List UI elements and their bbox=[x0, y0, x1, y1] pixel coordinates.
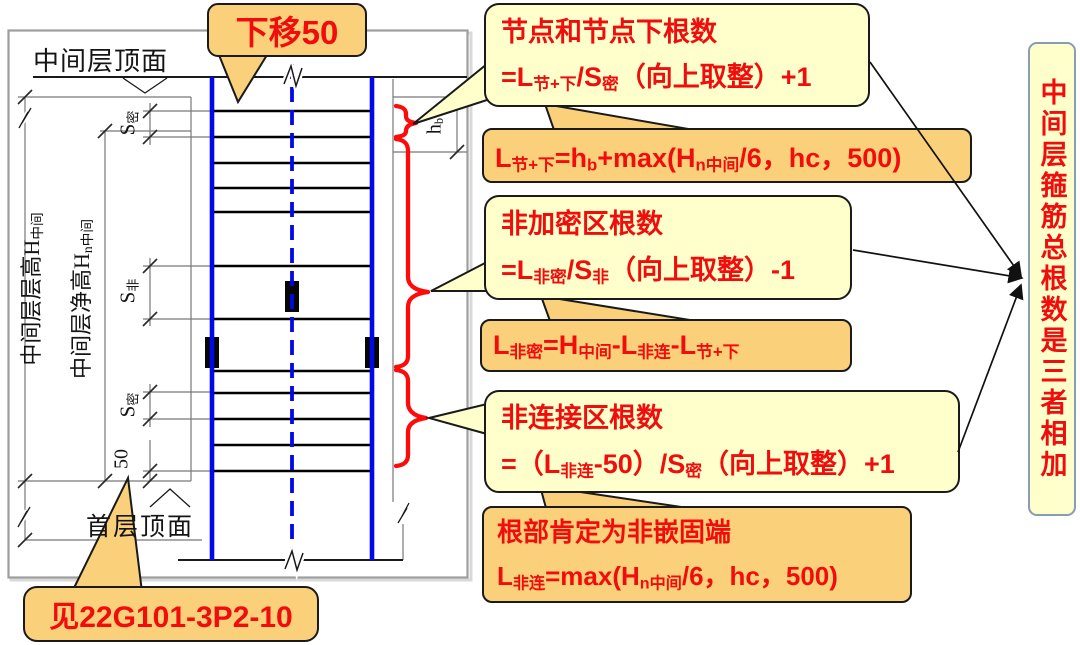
callout-non-dense-count: 非加密区根数 =L非密/S非（向上取整）-1 bbox=[484, 195, 852, 300]
label-offset-50: 50 bbox=[110, 449, 133, 469]
callout-move-down-50: 下移50 bbox=[207, 3, 367, 57]
callout-non-dense-count-title: 非加密区根数 bbox=[501, 209, 663, 240]
level-symbols bbox=[122, 77, 191, 508]
callout-beaks bbox=[70, 54, 697, 593]
beak-joint-length bbox=[543, 102, 695, 131]
callout-non-connect-count: 非连接区根数 =（L非连-50）/S密（向上取整）+1 bbox=[484, 390, 960, 493]
total-count-box: 中间层箍筋总根数是三者相加 bbox=[1028, 42, 1076, 516]
break-symbols bbox=[15, 56, 412, 581]
callout-move-down-50-text: 下移50 bbox=[235, 14, 339, 51]
level-mark-bottom bbox=[149, 488, 191, 508]
callout-joint-count-formula: =L节+下/S密（向上取整）+1 bbox=[501, 62, 812, 94]
callout-non-dense-length-formula: L非密=H中间-L非连-L节+下 bbox=[493, 330, 740, 362]
callout-non-connect-length: 根部肯定为非嵌固端 L非连=max(Hn中间/6，hc，500) bbox=[482, 506, 912, 603]
label-s-dense-bottom: S密 bbox=[115, 392, 141, 418]
callout-non-dense-length: L非密=H中间-L非连-L节+下 bbox=[480, 319, 852, 372]
level-mark-top bbox=[122, 77, 168, 94]
callout-reference: 见22G101-3P2-10 bbox=[23, 586, 319, 642]
label-middle-floor-top: 中间层顶面 bbox=[33, 47, 169, 76]
column-rebars bbox=[209, 77, 375, 560]
brace-non-dense-zone bbox=[393, 136, 431, 370]
dimension-ticks bbox=[17, 89, 465, 548]
callout-joint-length-formula: L节+下=hb+max(Hn中间/6，hc，500) bbox=[495, 143, 902, 175]
callout-joint-length: L节+下=hb+max(Hn中间/6，hc，500) bbox=[482, 128, 972, 183]
label-storey-height: 中间层层高H中间 bbox=[19, 212, 45, 366]
callout-non-connect-length-formula: L非连=max(Hn中间/6，hc，500) bbox=[497, 560, 838, 593]
label-clear-height: 中间层净高Hn中间 bbox=[69, 219, 95, 379]
callout-joint-count: 节点和节点下根数 =L节+下/S密（向上取整）+1 bbox=[484, 3, 870, 107]
label-s-dense-top: S密 bbox=[115, 110, 141, 136]
label-s-non-dense: S非 bbox=[115, 278, 141, 304]
callout-non-dense-count-formula: =L非密/S非（向上取整）-1 bbox=[501, 254, 795, 287]
label-beam-depth: hb bbox=[423, 117, 447, 135]
callout-non-connect-count-formula: =（L非连-50）/S密（向上取整）+1 bbox=[501, 448, 895, 481]
callout-non-connect-length-title: 根部肯定为非嵌固端 bbox=[497, 516, 732, 547]
total-count-text: 中间层箍筋总根数是三者相加 bbox=[1036, 77, 1067, 481]
callout-reference-text: 见22G101-3P2-10 bbox=[49, 601, 293, 634]
callout-joint-count-title: 节点和节点下根数 bbox=[501, 16, 717, 47]
label-first-floor-top: 首层顶面 bbox=[86, 514, 195, 541]
callout-non-connect-count-title: 非连接区根数 bbox=[501, 403, 663, 434]
